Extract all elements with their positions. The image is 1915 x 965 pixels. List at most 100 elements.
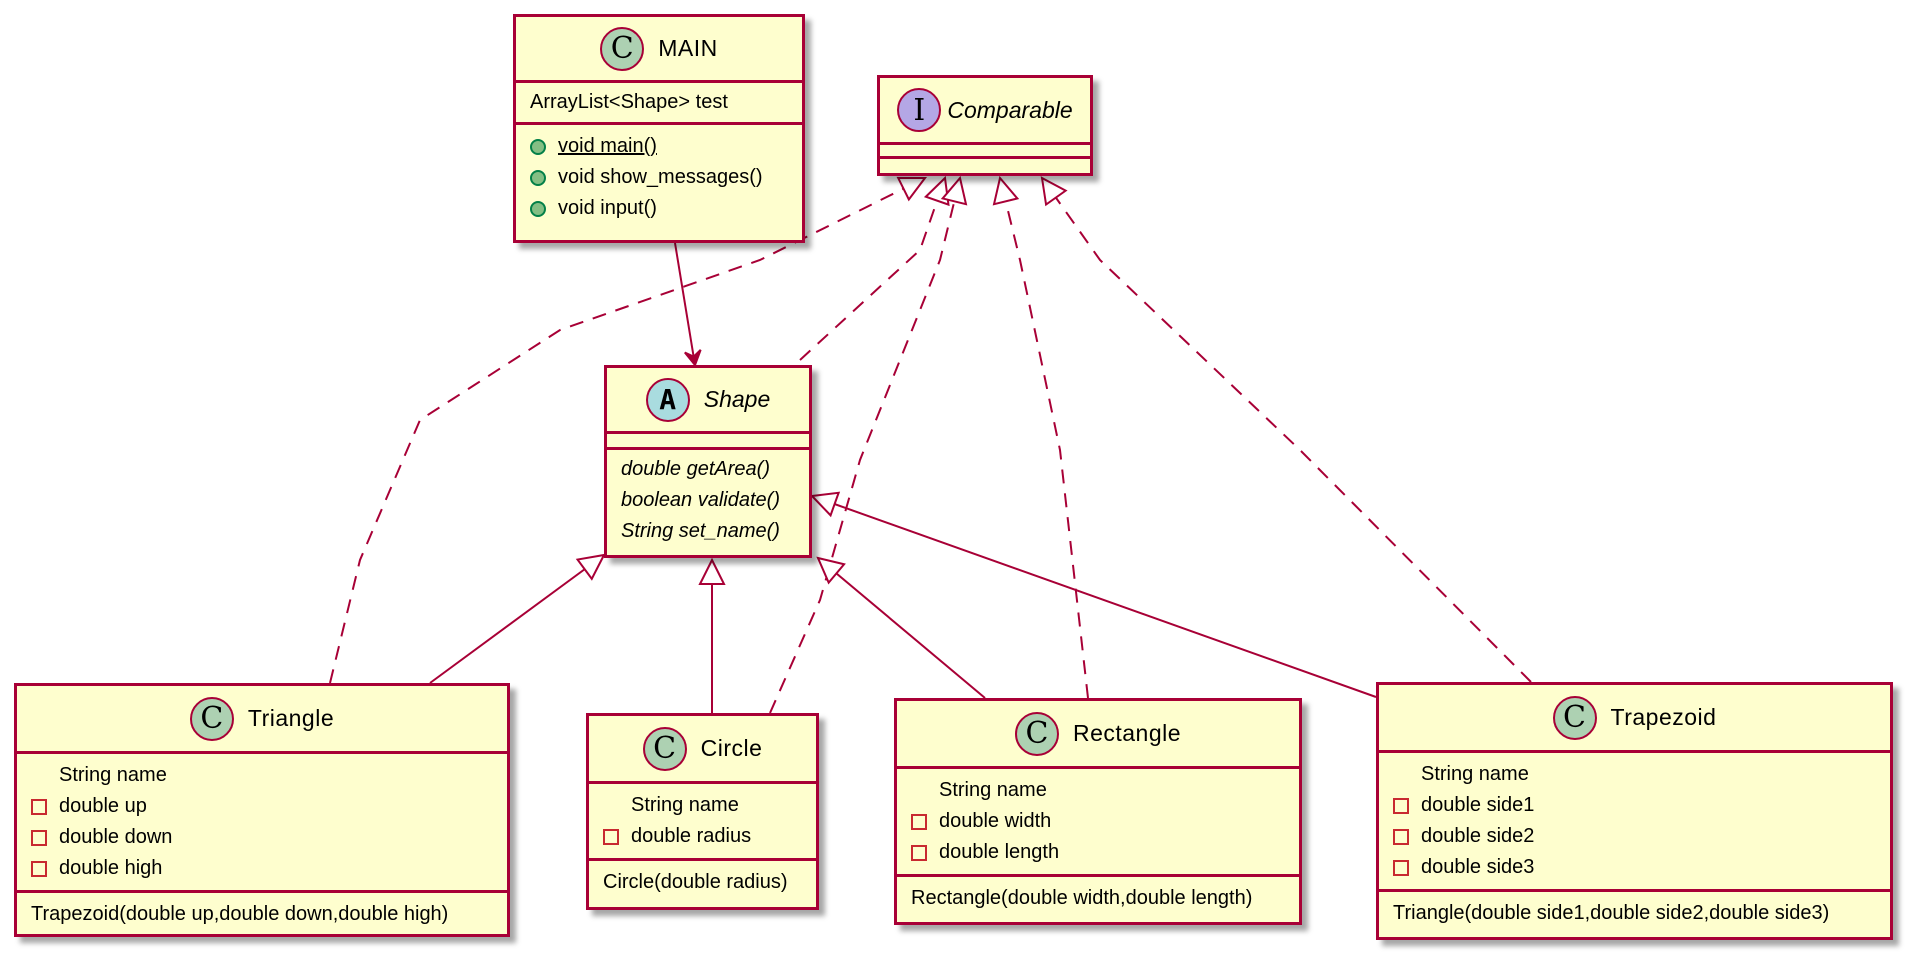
class-header: I Comparable: [880, 78, 1090, 145]
field-row: double length: [897, 837, 1299, 868]
field-row: double high: [17, 853, 507, 884]
relation-line: [999, 177, 1089, 699]
class-trapezoid[interactable]: C Trapezoid String name double side1 dou…: [1376, 682, 1893, 940]
abstract-class-shape[interactable]: A Shape double getArea() boolean validat…: [604, 365, 812, 558]
method-text: Circle(double radius): [603, 871, 788, 893]
private-visibility-icon: [1393, 828, 1409, 845]
field-text: double down: [59, 826, 173, 848]
class-badge-icon: C: [1552, 695, 1597, 740]
method-row: String set_name(): [607, 516, 809, 547]
method-text: void main(): [558, 135, 657, 157]
hollow-triangle-arrowhead-icon: [1040, 176, 1068, 207]
relation-line: [811, 495, 1377, 698]
private-visibility-icon: [1393, 859, 1409, 876]
field-text: double radius: [631, 825, 752, 847]
field-row: String name: [1379, 759, 1890, 790]
field-row: String name: [589, 790, 816, 821]
relation-realization-shape-to-comparable: [799, 175, 950, 361]
method-row: boolean validate(): [607, 485, 809, 516]
method-row: void main(): [516, 131, 802, 162]
method-text: Rectangle(double width,double length): [911, 887, 1253, 909]
abstract-badge-icon: A: [645, 377, 690, 422]
methods-compartment: double getArea() boolean validate() Stri…: [607, 450, 809, 551]
relation-line: [674, 242, 696, 366]
interface-comparable[interactable]: I Comparable: [877, 75, 1093, 176]
field-text: String name: [631, 794, 739, 816]
class-name: Circle: [700, 735, 763, 761]
method-text: void input(): [558, 197, 657, 219]
class-header: A Shape: [607, 368, 809, 434]
field-text: String name: [59, 764, 167, 786]
method-row: Rectangle(double width,double length): [897, 883, 1299, 914]
method-text: Trapezoid(double up,double down,double h…: [31, 903, 449, 925]
arrowhead-icon: [684, 349, 702, 367]
no-visibility-spacer: [911, 783, 927, 799]
private-visibility-icon: [1393, 797, 1409, 814]
field-text: double length: [939, 841, 1060, 863]
method-text: void show_messages(): [558, 166, 763, 188]
field-text: double high: [59, 857, 163, 879]
methods-compartment: Rectangle(double width,double length): [897, 877, 1299, 920]
field-text: String name: [939, 779, 1047, 801]
method-text: boolean validate(): [621, 489, 780, 511]
no-visibility-spacer: [603, 798, 619, 814]
method-row: double getArea(): [607, 454, 809, 485]
method-row: Circle(double radius): [589, 867, 816, 898]
field-row: double down: [17, 822, 507, 853]
method-text: String set_name(): [621, 520, 780, 542]
field-row: double width: [897, 806, 1299, 837]
hollow-triangle-arrowhead-icon: [816, 556, 846, 585]
methods-compartment: Circle(double radius): [589, 861, 816, 904]
interface-badge-icon: I: [897, 88, 942, 132]
field-row: double side1: [1379, 790, 1890, 821]
class-name: Comparable: [947, 96, 1073, 123]
class-circle[interactable]: C Circle String name double radius Circl…: [586, 713, 819, 910]
private-visibility-icon: [603, 828, 619, 845]
field-row: String name: [17, 760, 507, 791]
private-visibility-icon: [911, 813, 927, 830]
no-visibility-spacer: [1393, 767, 1409, 783]
class-rectangle[interactable]: C Rectangle String name double width dou…: [894, 698, 1302, 925]
fields-compartment: String name double up double down double…: [17, 754, 507, 893]
field-text: ArrayList<Shape> test: [530, 91, 728, 113]
methods-compartment: Trapezoid(double up,double down,double h…: [17, 893, 507, 936]
field-row: double side3: [1379, 852, 1890, 883]
method-row: Trapezoid(double up,double down,double h…: [17, 899, 507, 930]
field-row: String name: [897, 775, 1299, 806]
relation-line: [799, 177, 946, 361]
class-badge-icon: C: [642, 726, 687, 771]
relation-generalization-trapezoid-to-shape: [809, 491, 1377, 698]
field-text: double width: [939, 810, 1052, 832]
field-text: double side2: [1421, 825, 1535, 847]
relation-realization-trapezoid-to-comparable: [1040, 176, 1532, 683]
field-row: double side2: [1379, 821, 1890, 852]
class-badge-icon: C: [1014, 711, 1059, 756]
hollow-triangle-arrowhead-icon: [923, 175, 950, 207]
field-text: double up: [59, 795, 147, 817]
class-header: C MAIN: [516, 17, 802, 83]
method-text: double getArea(): [621, 458, 770, 480]
class-name: Rectangle: [1072, 720, 1182, 746]
public-visibility-icon: [530, 138, 546, 155]
field-text: double side3: [1421, 856, 1535, 878]
field-row: double radius: [589, 821, 816, 852]
field-text: double side1: [1421, 794, 1535, 816]
class-name: MAIN: [658, 35, 718, 61]
class-name: Trapezoid: [1610, 704, 1717, 730]
hollow-triangle-arrowhead-icon: [992, 175, 1020, 206]
relation-association-main-to-shape: [674, 242, 702, 367]
private-visibility-icon: [31, 860, 47, 877]
class-header: C Trapezoid: [1379, 685, 1890, 753]
class-triangle[interactable]: C Triangle String name double up double …: [14, 683, 510, 937]
class-main[interactable]: C MAIN ArrayList<Shape> test void main()…: [513, 14, 805, 243]
relation-line: [817, 557, 986, 699]
method-row: Triangle(double side1,double side2,doubl…: [1379, 898, 1890, 929]
private-visibility-icon: [31, 829, 47, 846]
fields-compartment: String name double radius: [589, 784, 816, 861]
private-visibility-icon: [31, 798, 47, 815]
private-visibility-icon: [911, 844, 927, 861]
hollow-triangle-arrowhead-icon: [896, 176, 928, 202]
public-visibility-icon: [530, 169, 546, 186]
hollow-triangle-arrowhead-icon: [698, 557, 726, 585]
methods-compartment: void main() void show_messages() void in…: [516, 125, 802, 230]
